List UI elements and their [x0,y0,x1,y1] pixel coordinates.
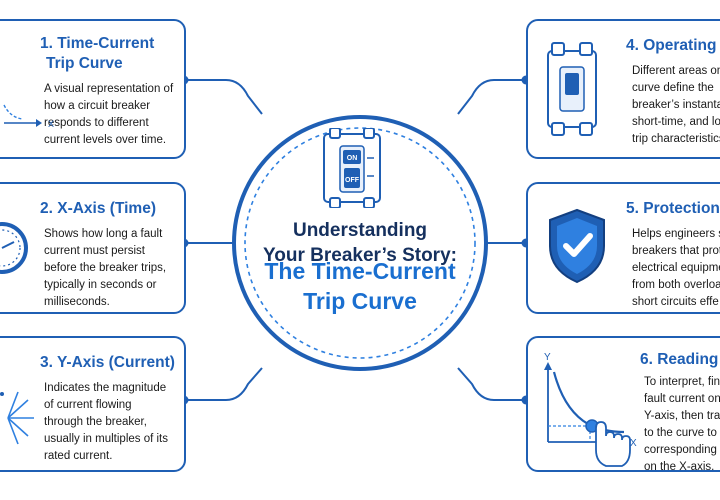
card-body-line: how a circuit breaker [44,100,151,112]
card-body-line: current must persist [44,245,145,257]
card-body-line: breaker’s instantan [632,99,720,111]
card-operating-regions: 4. Operating R Different areas on t curv… [526,19,720,159]
card-x-axis-time: 2. X-Axis (Time) Shows how long a fault … [0,182,186,314]
curve-y-label: Y [544,352,551,363]
card-body-line: Indicates the magnitude [44,382,167,394]
card-body-line: short-time, and lor [632,116,720,128]
shield-check-icon [549,208,605,284]
card-body-line: typically in seconds or [44,279,157,291]
card-body-line: to the curve to [644,427,717,439]
card-body-line: usually in multiples of its [44,433,168,445]
card-body: To interpret, fin fault current on Y-axi… [644,374,720,472]
clock-icon [0,222,28,274]
center-title-line2: Your Breaker’s Story: [263,245,457,266]
center-subtitle: The Time-Current Trip Curve [230,256,490,316]
breaker-icon: ON OFF [323,128,381,208]
card-y-axis-current: 3. Y-Axis (Current) Indicates the magnit… [0,336,186,472]
breaker-off-label: OFF [345,177,360,184]
card-heading: 2. X-Axis (Time) [40,200,157,217]
curve-hand-icon: Y X [544,352,637,467]
card-body-line: To interpret, fin [644,376,720,388]
center-circle [232,115,488,371]
card-body-line: milliseconds. [44,296,110,308]
card-body-line: short circuits effe [632,296,719,308]
card-body-line: before the breaker trips, [44,262,167,274]
card-heading-line1: 1. Time-Current [40,35,155,52]
center-dashed-ring [244,127,476,359]
center-subtitle-line2: Trip Curve [303,288,417,314]
card-reading-the-curve: 6. Reading th To interpret, fin fault cu… [526,336,720,472]
card-body-line: A visual representation of [44,83,174,95]
card-body-line: current levels over time. [44,134,167,146]
card-body-line: Y-axis, then trac [644,410,720,422]
curve-x-label: X [630,438,637,449]
mini-graph-axis-label: X [48,119,54,129]
card-body-line: fault current on [644,393,720,405]
center-title: Understanding Your Breaker’s Story: [230,218,490,268]
card-time-current-trip-curve: 1. Time-Current Trip Curve A visual repr… [0,19,186,159]
card-body: Indicates the magnitude of current flowi… [44,380,184,465]
card-body-line: Shows how long a fault [44,228,163,240]
card-body-line: of current flowing [44,399,132,411]
card-body-line: through the breaker, [44,416,147,428]
breaker-icon [547,42,597,136]
card-body: Different areas on t curve define the br… [632,63,720,148]
mini-graph-icon: X [3,104,54,129]
card-heading: 1. Time-Current Trip Curve [40,34,154,74]
card-heading-line2: Trip Curve [46,55,123,72]
card-body-line: on the X-axis. [644,461,715,472]
card-body-line: breakers that prot [632,245,720,257]
card-protection-zones: 5. Protection Z Helps engineers se break… [526,182,720,314]
card-body-line: Different areas on t [632,65,720,77]
card-body-line: responds to different [44,117,149,129]
card-body: Shows how long a fault current must pers… [44,226,184,311]
card-body: A visual representation of how a circuit… [44,81,184,149]
center-subtitle-line1: The Time-Current [264,258,456,284]
card-heading: 4. Operating R [626,37,720,54]
breaker-on-label: ON [347,155,358,162]
card-body-line: corresponding [644,444,717,456]
card-body-line: electrical equipme [632,262,720,274]
card-body: Helps engineers se breakers that prot el… [632,226,720,311]
burst-icon [0,391,34,445]
card-heading: 6. Reading th [640,351,720,368]
card-body-line: trip characteristics [632,133,720,145]
card-heading: 5. Protection Z [626,200,720,217]
card-body-line: from both overloa [632,279,720,291]
center-title-line1: Understanding [292,220,428,241]
card-heading: 3. Y-Axis (Current) [40,354,175,371]
card-body-line: rated current. [44,450,113,462]
card-body-line: curve define the [632,82,714,94]
card-body-line: Helps engineers se [632,228,720,240]
